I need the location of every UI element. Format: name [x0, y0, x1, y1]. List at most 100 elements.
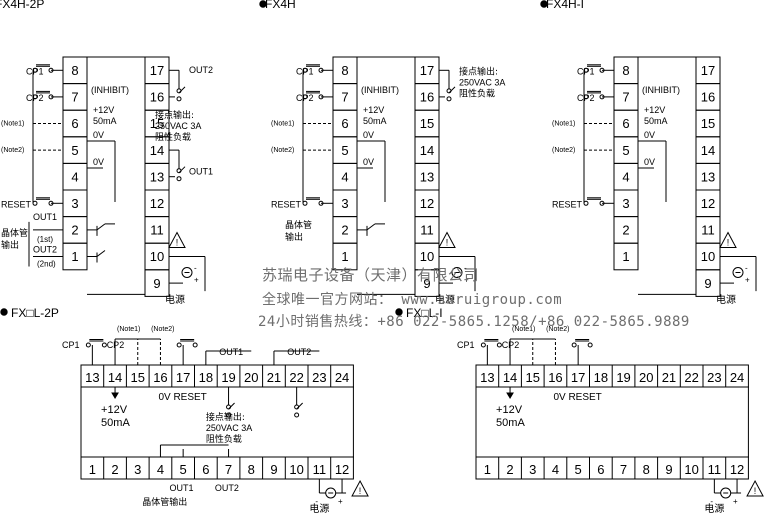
relay-arm-icon: [296, 402, 304, 410]
current-label: 50mA: [93, 116, 117, 126]
power-label: 电源: [704, 502, 724, 515]
note2-label: (Note2): [1, 147, 24, 154]
out1-label: OUT1: [33, 212, 57, 222]
relay-arm-icon: [178, 86, 186, 94]
ov-reset-label: 0V RESET: [553, 392, 601, 403]
switch-terminal-icon: [571, 342, 577, 348]
note2-label: (Note2): [552, 147, 575, 154]
relay-contact-icon: [446, 96, 452, 102]
arrow-down-icon: [111, 392, 119, 399]
note1-label: (Note1): [271, 121, 294, 128]
contact-load-label: 阻性负载: [155, 131, 191, 143]
terminal-number: 7: [341, 90, 348, 105]
note1-label: (Note1): [1, 121, 24, 128]
watermark-hotline: 24小时销售热线：+86 022-5865.1258/+86 022-5865.…: [258, 314, 690, 330]
plus-sign: +: [194, 276, 199, 285]
contact-load-label: 阻性负载: [206, 433, 242, 445]
warning-mark: !: [727, 238, 730, 248]
terminal-number: 1: [484, 462, 491, 477]
terminal-number: 9: [665, 462, 672, 477]
model-title: FX4H-I: [546, 0, 584, 11]
minus-sign: -: [194, 264, 197, 273]
reset-label: RESET: [552, 199, 583, 209]
out2-label: OUT2: [189, 65, 213, 75]
terminal-number: 17: [176, 370, 190, 385]
terminal-number: 6: [341, 116, 348, 131]
terminal-number: 23: [707, 370, 721, 385]
current-label: 50mA: [644, 116, 668, 126]
out2-label: OUT2: [215, 483, 239, 493]
terminal-number: 7: [225, 462, 232, 477]
inhibit-label: (INHIBIT): [642, 85, 680, 95]
terminal-number: 1: [71, 249, 78, 264]
inhibit-label: (INHIBIT): [361, 85, 399, 95]
zero-volt-label: 0V: [644, 157, 655, 167]
transistor-label: 输出: [285, 231, 303, 243]
switch-terminal-icon: [32, 200, 38, 206]
terminal-number: 16: [153, 370, 167, 385]
inhibit-label: (INHIBIT): [91, 85, 129, 95]
terminal-number: 23: [312, 370, 326, 385]
terminal-number: 20: [639, 370, 653, 385]
switch-terminal-icon: [480, 342, 486, 348]
note1-label: (Note1): [552, 121, 575, 128]
cp2-label: CP2: [577, 93, 595, 103]
watermark-company: 苏瑞电子设备（天津）有限公司: [262, 266, 480, 284]
transistor-label: 晶体管: [285, 219, 312, 231]
terminal-number: 12: [730, 462, 744, 477]
power-label: 电源: [309, 502, 329, 515]
terminal-number: 16: [420, 90, 434, 105]
terminal-number: 5: [71, 143, 78, 158]
cp1-label: CP1: [457, 340, 475, 350]
switch-terminal-icon: [101, 342, 107, 348]
cp2-label: CP2: [107, 340, 125, 350]
model-title: FX□L-2P: [11, 306, 59, 320]
zero-volt-label: 0V: [363, 130, 374, 140]
first-label: (1st): [37, 235, 53, 244]
switch-terminal-icon: [192, 342, 198, 348]
terminal-number: 16: [150, 90, 164, 105]
cp2-label: CP2: [296, 93, 314, 103]
terminal-number: 10: [289, 462, 303, 477]
terminal-number: 13: [701, 169, 715, 184]
terminal-number: 9: [270, 462, 277, 477]
current-label: 50mA: [496, 417, 525, 429]
terminal-number: 14: [503, 370, 517, 385]
terminal-number: 14: [108, 370, 122, 385]
out2-label: OUT2: [287, 347, 311, 357]
arrow-down-icon: [506, 392, 514, 399]
terminal-number: 6: [622, 116, 629, 131]
terminal-number: 12: [335, 462, 349, 477]
terminal-number: 17: [571, 370, 585, 385]
terminal-box: [332, 242, 358, 271]
relay-contact-icon: [294, 412, 300, 418]
warning-triangle-icon: [351, 479, 369, 497]
zero-volt-label: 0V: [93, 157, 104, 167]
transistor-icon: [366, 223, 376, 231]
terminal-number: 4: [157, 462, 164, 477]
contact-rating-label: 250VAC 3A: [155, 121, 201, 131]
terminal-number: 15: [420, 116, 434, 131]
warning-triangle-icon: [719, 231, 737, 248]
bullet-icon: [0, 308, 8, 316]
terminal-number: 24: [730, 370, 744, 385]
terminal-number: 4: [71, 169, 78, 184]
contact-rating-label: 250VAC 3A: [206, 423, 252, 433]
contact-rating-label: 250VAC 3A: [459, 77, 505, 87]
reset-label: RESET: [1, 199, 32, 209]
terminal-number: 15: [150, 116, 164, 131]
terminal-number: 22: [289, 370, 303, 385]
terminal-number: 13: [85, 370, 99, 385]
plus-sign: +: [464, 276, 469, 285]
terminal-number: 5: [180, 462, 187, 477]
relay-arm-icon: [228, 402, 235, 410]
terminal-number: 17: [420, 63, 434, 78]
cp1-label: CP1: [577, 66, 595, 76]
terminal-number: 10: [420, 249, 434, 264]
bullet-icon: [395, 308, 403, 316]
power-label: 电源: [435, 293, 455, 306]
minus-sign: -: [745, 264, 748, 273]
terminal-number: 15: [701, 116, 715, 131]
cp1-label: CP1: [26, 66, 44, 76]
